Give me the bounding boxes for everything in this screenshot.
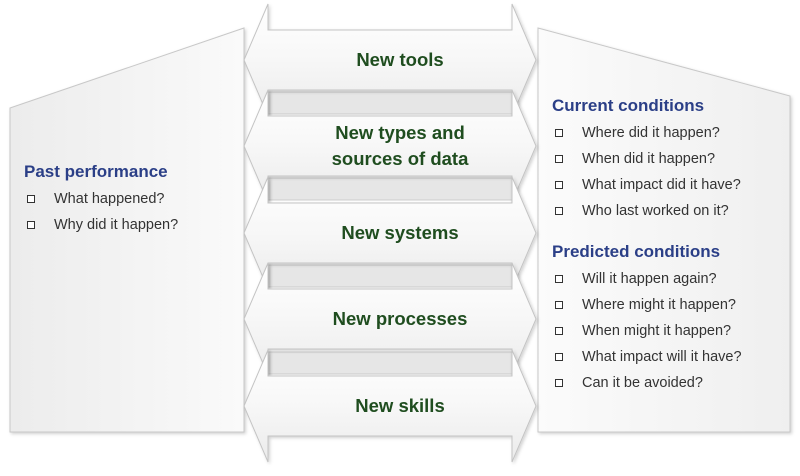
connector-bar <box>267 351 513 375</box>
list-item-text: Can it be avoided? <box>582 375 703 391</box>
connector-bar <box>267 264 513 288</box>
arrow-label-new-data-line2: sources of data <box>331 148 469 169</box>
list-item: When did it happen? <box>552 149 741 175</box>
list-item-text: Why did it happen? <box>54 217 179 233</box>
list-item-text: What impact will it have? <box>582 349 742 365</box>
current-conditions-section: Current conditions Where did it happen? … <box>552 96 741 227</box>
connector-bar <box>267 91 513 115</box>
list-item: Where might it happen? <box>552 295 742 321</box>
checkbox-bullet-icon <box>555 129 563 137</box>
list-item: Can it be avoided? <box>552 373 742 399</box>
arrow-label-new-data-line1: New types and <box>335 122 465 143</box>
conditions-panel <box>537 27 791 433</box>
list-item: What impact will it have? <box>552 347 742 373</box>
current-conditions-list: Where did it happen? When did it happen?… <box>552 123 741 227</box>
past-performance-section: Past performance What happened? Why did … <box>24 162 178 241</box>
list-item: Who last worked on it? <box>552 201 741 227</box>
arrow-label-new-tools: New tools <box>356 49 444 70</box>
checkbox-bullet-icon <box>555 327 563 335</box>
list-item: Why did it happen? <box>24 215 178 241</box>
arrow-label-new-systems: New systems <box>341 222 459 243</box>
checkbox-bullet-icon <box>555 155 563 163</box>
list-item: What impact did it have? <box>552 175 741 201</box>
list-item-text: When might it happen? <box>582 323 732 339</box>
arrow-label-new-data: New types and sources of data <box>262 120 538 172</box>
checkbox-bullet-icon <box>555 181 563 189</box>
past-performance-title: Past performance <box>24 162 168 181</box>
checkbox-bullet-icon <box>555 275 563 283</box>
list-item: Where did it happen? <box>552 123 741 149</box>
checkbox-bullet-icon <box>555 379 563 387</box>
list-item-text: Will it happen again? <box>582 271 717 287</box>
checkbox-bullet-icon <box>27 221 35 229</box>
list-item-text: Who last worked on it? <box>582 203 729 219</box>
list-item-text: Where did it happen? <box>582 125 720 141</box>
list-item: When might it happen? <box>552 321 742 347</box>
list-item-text: Where might it happen? <box>582 297 736 313</box>
list-item-text: When did it happen? <box>582 151 716 167</box>
past-performance-list: What happened? Why did it happen? <box>24 189 178 241</box>
checkbox-bullet-icon <box>555 207 563 215</box>
predicted-conditions-section: Predicted conditions Will it happen agai… <box>552 242 742 399</box>
connector-bar <box>267 177 513 201</box>
current-conditions-title: Current conditions <box>552 96 705 115</box>
list-item-text: What happened? <box>54 191 165 207</box>
predicted-conditions-title: Predicted conditions <box>552 242 721 261</box>
past-performance-panel <box>9 27 245 433</box>
arrow-new-skills <box>243 349 537 463</box>
checkbox-bullet-icon <box>555 353 563 361</box>
arrow-label-new-processes: New processes <box>332 308 468 329</box>
arrow-label-new-skills: New skills <box>355 395 445 416</box>
predicted-conditions-list: Will it happen again? Where might it hap… <box>552 269 742 399</box>
list-item: Will it happen again? <box>552 269 742 295</box>
list-item-text: What impact did it have? <box>582 177 741 193</box>
checkbox-bullet-icon <box>27 195 35 203</box>
checkbox-bullet-icon <box>555 301 563 309</box>
list-item: What happened? <box>24 189 178 215</box>
